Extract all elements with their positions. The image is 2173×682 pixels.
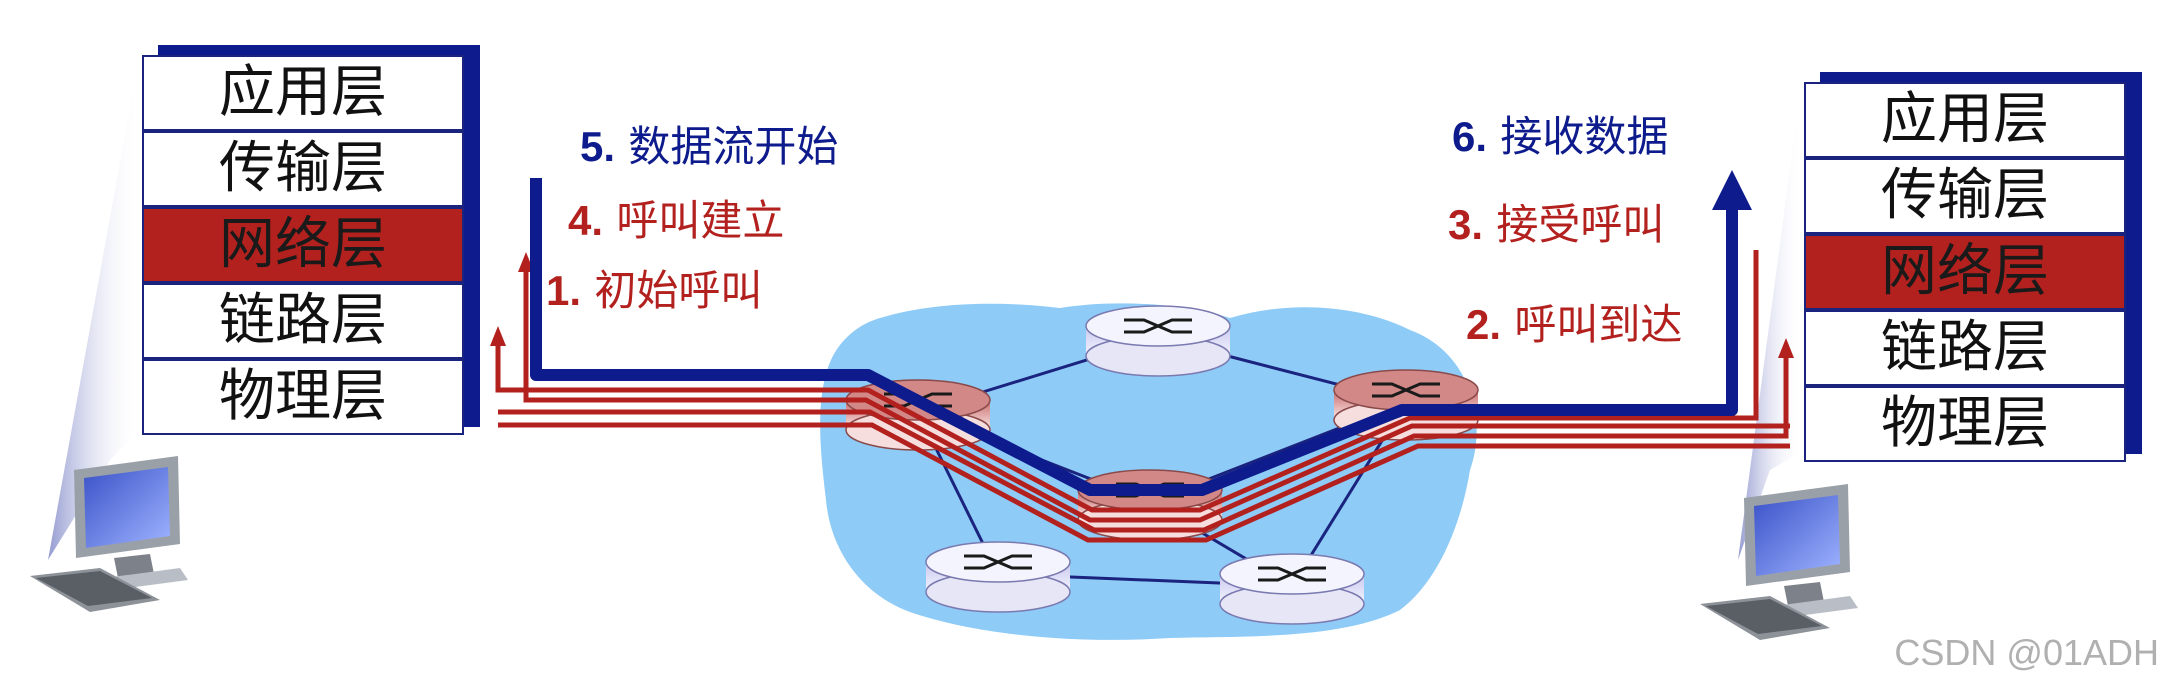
step-3-text: 接受呼叫 — [1496, 200, 1665, 249]
step-5-number: 5. — [580, 123, 616, 170]
step-6-label: 6. 接收数据 — [1452, 112, 1668, 162]
step-2-number: 2. — [1466, 301, 1502, 348]
signaling-paths — [495, 250, 1790, 543]
arrowhead-accept-call — [490, 326, 506, 346]
right-computer-icon — [1700, 484, 1858, 640]
step-1-number: 1. — [546, 267, 582, 314]
step-3-number: 3. — [1448, 201, 1484, 248]
step-5-label: 5. 数据流开始 — [580, 122, 838, 172]
step-2-text: 呼叫到达 — [1514, 300, 1683, 349]
step-4-label: 4. 呼叫建立 — [568, 196, 784, 246]
right-layer-network: 网络层 — [1804, 234, 2126, 310]
step-5-text: 数据流开始 — [628, 122, 839, 171]
left-layer-transport: 传输层 — [142, 131, 464, 207]
step-4-text: 呼叫建立 — [616, 196, 785, 245]
step-6-text: 接收数据 — [1500, 112, 1669, 161]
right-stack-beam — [1738, 78, 1802, 560]
step-4-number: 4. — [568, 197, 604, 244]
path-data-flow — [530, 178, 1738, 496]
arrowhead-data-flow — [1712, 170, 1752, 210]
right-layer-physical: 物理层 — [1804, 386, 2126, 462]
path-initiate-call — [498, 422, 1790, 543]
router-bottom-right-icon — [1219, 553, 1365, 625]
step-6-number: 6. — [1452, 113, 1488, 160]
left-layer-physical: 物理层 — [142, 359, 464, 435]
right-layer-transport: 传输层 — [1804, 158, 2126, 234]
step-2-label: 2. 呼叫到达 — [1466, 300, 1682, 350]
step-3-label: 3. 接受呼叫 — [1448, 200, 1664, 250]
right-layer-application: 应用层 — [1804, 82, 2126, 158]
router-top-icon — [1085, 305, 1231, 377]
step-1-text: 初始呼叫 — [594, 266, 763, 315]
left-layer-link: 链路层 — [142, 283, 464, 359]
arrowhead-call-arrives — [1778, 338, 1794, 358]
watermark: CSDN @01ADH — [1894, 632, 2159, 673]
left-stack-beam — [48, 52, 140, 560]
step-1-label: 1. 初始呼叫 — [546, 266, 762, 316]
right-layer-link: 链路层 — [1804, 310, 2126, 386]
router-bottom-left-icon — [925, 541, 1071, 613]
left-layer-network: 网络层 — [142, 207, 464, 283]
path-accept-call — [495, 250, 1759, 513]
left-layer-application: 应用层 — [142, 55, 464, 131]
path-call-established — [523, 262, 1790, 523]
left-computer-icon — [30, 456, 188, 612]
path-call-arrives — [498, 348, 1789, 533]
